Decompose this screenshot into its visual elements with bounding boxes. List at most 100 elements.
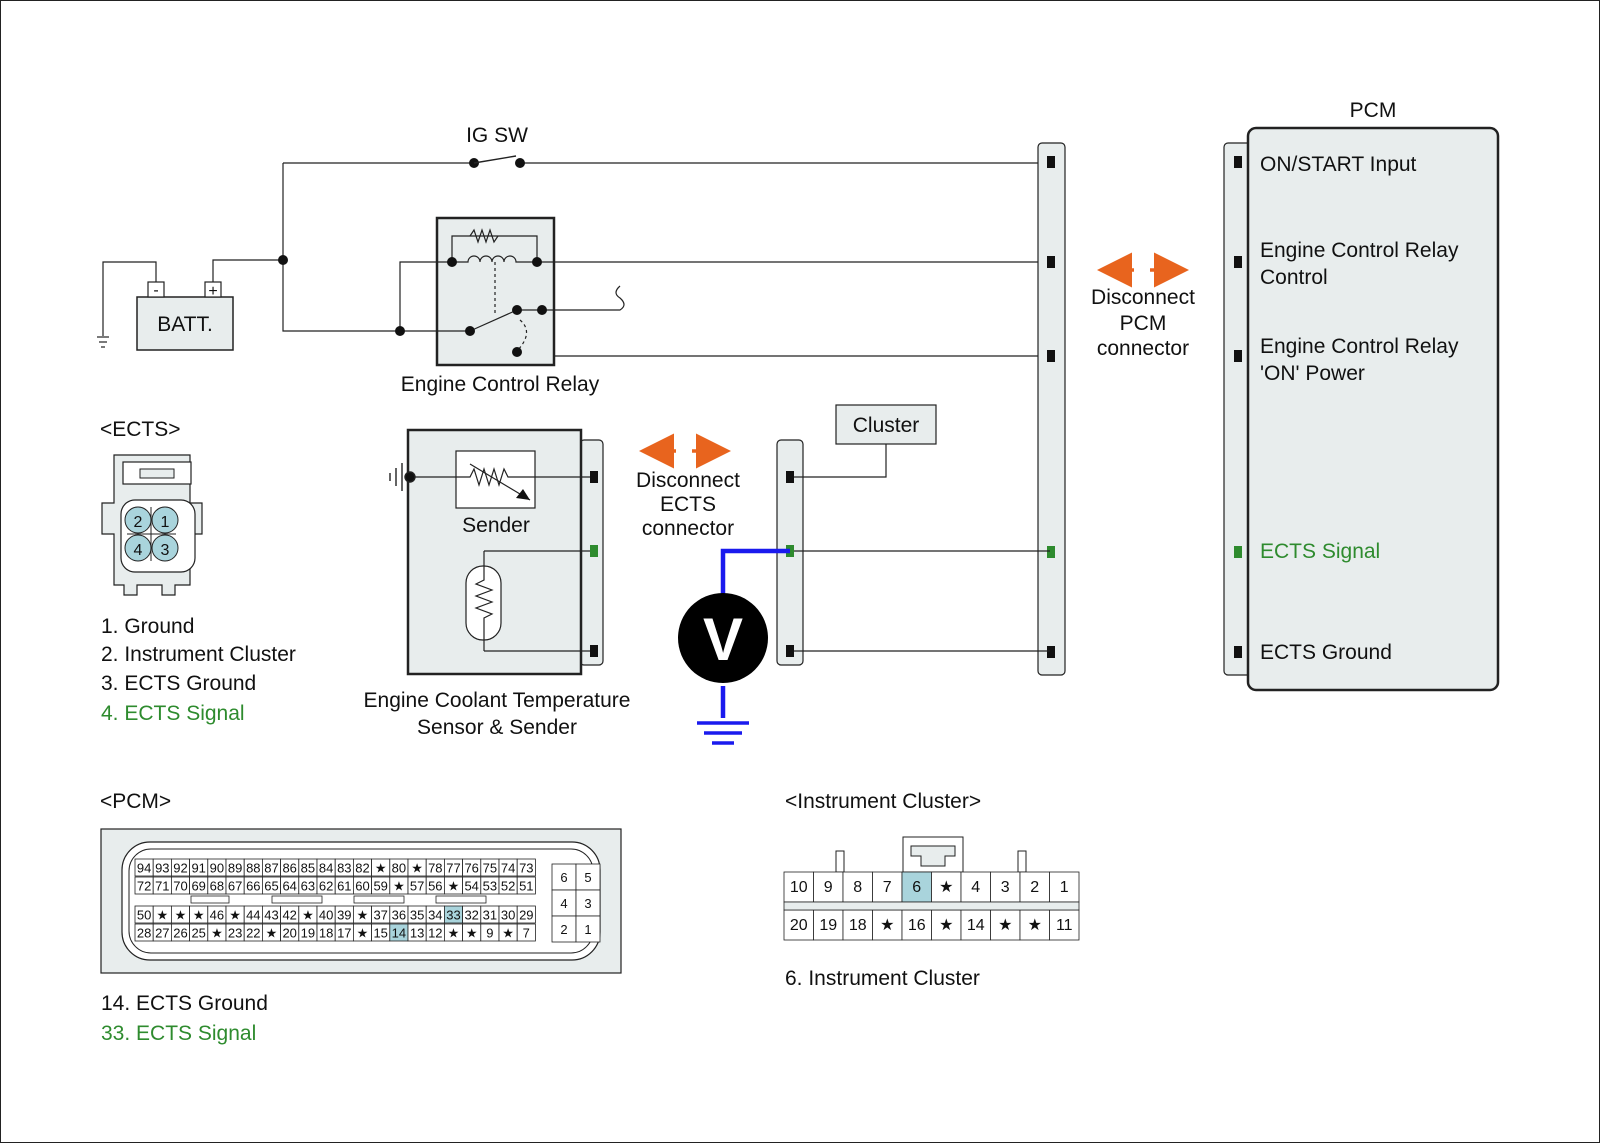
battery: - + BATT.	[136, 281, 234, 351]
sender-label: Sender	[462, 514, 530, 537]
pcm-connector-pin: ★	[393, 879, 405, 894]
pcm-connector-pin: 17	[337, 926, 351, 941]
pcm-pin-relay-control-2: Control	[1260, 266, 1328, 289]
pcm-connector-pin: 33	[446, 908, 460, 923]
pcm-connector-pin: 83	[337, 861, 351, 876]
ects-legend-3: 3. ECTS Ground	[101, 672, 256, 695]
pcm-connector-pin: 94	[137, 861, 151, 876]
pcm-connector-pin: 52	[501, 879, 515, 894]
pcm-connector-pin: 77	[446, 861, 460, 876]
pcm-connector-pin: 29	[519, 908, 533, 923]
pcm-connector-pin: 59	[373, 879, 387, 894]
pcm-connector-pin: 9	[486, 926, 493, 941]
pcm-connector-pin: 44	[246, 908, 260, 923]
ects-sensor: Sender Engine Coolant Temperature Sensor…	[364, 428, 631, 739]
pcm-connector-pin: ★	[502, 926, 514, 941]
pcm-harness-connector	[1037, 142, 1066, 676]
pcm-title: PCM	[1350, 99, 1397, 122]
pcm-connector-pin: 78	[428, 861, 442, 876]
cluster-connector-pin: 7	[883, 879, 892, 896]
engine-control-relay-label: Engine Control Relay	[401, 373, 600, 396]
disconnect-ects-line3: connector	[642, 517, 734, 540]
ects-sensor-label-line1: Engine Coolant Temperature	[364, 689, 631, 712]
pcm-connector-pin: ★	[302, 908, 314, 923]
disconnect-pcm-line1: Disconnect	[1091, 286, 1195, 309]
pcm-connector-pin: 31	[483, 908, 497, 923]
pcm-connector-pin: ★	[156, 908, 168, 923]
pcm-connector-pin: ★	[375, 861, 387, 876]
cluster-connector-pin: 8	[853, 879, 862, 896]
pcm-connector-pin: 43	[264, 908, 278, 923]
cluster-connector-pin: 4	[971, 879, 980, 896]
cluster-label: Cluster	[853, 414, 920, 437]
pcm-connector-pin: 7	[523, 926, 530, 941]
pcm-connector-pin: 28	[137, 926, 151, 941]
pcm-connector-pin: 82	[355, 861, 369, 876]
ig-sw-label: IG SW	[466, 124, 528, 147]
pcm-connector-pin: ★	[357, 908, 369, 923]
pcm-connector-pin: 80	[392, 861, 406, 876]
pcm-connector-pin: 88	[246, 861, 260, 876]
cluster-connector-pin: ★	[1028, 917, 1042, 934]
pcm-pin-ects-ground: ECTS Ground	[1260, 641, 1392, 664]
pcm-pin-relay-power-1: Engine Control Relay	[1260, 335, 1459, 358]
pcm-connector-pin: 18	[319, 926, 333, 941]
cluster-connector-pin: 2	[1030, 879, 1039, 896]
pcm-connector-pin: 73	[519, 861, 533, 876]
pcm-connector-pin: 13	[410, 926, 424, 941]
pcm-connector-pin: 64	[282, 879, 296, 894]
pcm-connector-pin: 53	[483, 879, 497, 894]
pcm-legend-2: 33. ECTS Signal	[101, 1022, 256, 1045]
pcm-connector-pin: 27	[155, 926, 169, 941]
pcm-connector-pin: 50	[137, 908, 151, 923]
pcm-connector-pin: 14	[392, 926, 406, 941]
pcm-connector-pin: 51	[519, 879, 533, 894]
pcm-connector-pin: 93	[155, 861, 169, 876]
pcm-connector-pin: 85	[301, 861, 315, 876]
ects-sensor-label-line2: Sensor & Sender	[417, 716, 577, 739]
pcm-connector-pin: 66	[246, 879, 260, 894]
disconnect-ects-line1: Disconnect	[636, 469, 740, 492]
pcm-connector-pin: 34	[428, 908, 442, 923]
pcm-connector-pin: 22	[246, 926, 260, 941]
pcm-connector-pin: 62	[319, 879, 333, 894]
pcm-connector-pin: 86	[282, 861, 296, 876]
cluster-connector-pin: 9	[824, 879, 833, 896]
cluster-connector-pin: 20	[790, 917, 808, 934]
battery-plus-sign: +	[208, 283, 217, 300]
pcm-connector-pin: 63	[301, 879, 315, 894]
cluster-connector-title: <Instrument Cluster>	[785, 790, 981, 813]
voltmeter-label: V	[703, 606, 743, 673]
pcm-connector-pin: 12	[428, 926, 442, 941]
cluster-connector-pin: 16	[908, 917, 926, 934]
pcm-connector-pin: 42	[282, 908, 296, 923]
sensor-ground-icon	[389, 463, 416, 491]
pcm-connector-pin: 69	[191, 879, 205, 894]
ects-legend-4: 4. ECTS Signal	[101, 702, 245, 725]
pcm-pin-relay-control-1: Engine Control Relay	[1260, 239, 1459, 262]
pcm-connector-side-pin: 6	[560, 870, 567, 885]
ects-pin-3: 3	[161, 542, 170, 559]
pcm-connector-pin: 25	[191, 926, 205, 941]
pcm-connector-pin: ★	[466, 926, 478, 941]
cluster-connector-pin: 6	[912, 879, 921, 896]
pcm-connector-pin: 76	[464, 861, 478, 876]
pcm-connector-pin: 19	[301, 926, 315, 941]
pcm-connector-pin: 26	[173, 926, 187, 941]
pcm-connector-pin: 91	[191, 861, 205, 876]
pcm-connector-pin: 46	[210, 908, 224, 923]
cluster-connector-pin: 14	[967, 917, 985, 934]
pcm-connector-pin: ★	[193, 908, 205, 923]
pcm-connector-pin: 32	[464, 908, 478, 923]
disconnect-pcm-line3: connector	[1097, 337, 1189, 360]
cluster-connector-pin: 3	[1001, 879, 1010, 896]
pcm-connector-pin: 71	[155, 879, 169, 894]
pcm-connector-pin: ★	[448, 879, 460, 894]
pcm-connector-pin: ★	[357, 926, 369, 941]
pcm-connector-pin: 61	[337, 879, 351, 894]
ects-pin-2: 2	[134, 514, 143, 531]
cluster-connector-pin: 11	[1056, 917, 1073, 934]
